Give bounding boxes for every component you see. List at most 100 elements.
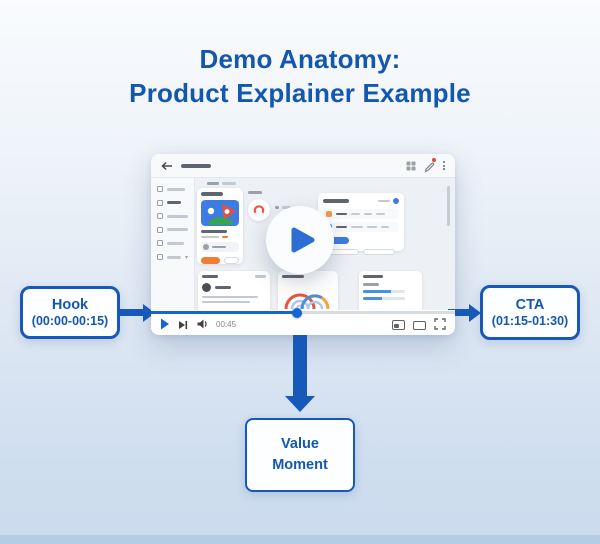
sidebar-item-icon xyxy=(157,186,163,192)
value-label-line1: Value xyxy=(281,436,319,452)
text-placeholder xyxy=(367,225,377,229)
hook-arrow-stem xyxy=(120,309,143,316)
refresh-badge-icon[interactable] xyxy=(393,198,399,204)
cta-timecode: (01:15-01:30) xyxy=(491,314,569,328)
value-label-line2: Moment xyxy=(272,457,328,473)
text-placeholder xyxy=(167,201,181,204)
bar-filled xyxy=(363,296,382,300)
kebab-menu-icon[interactable] xyxy=(443,161,445,170)
text-placeholder xyxy=(167,214,188,218)
app-logo xyxy=(201,199,239,226)
sidebar-item[interactable] xyxy=(157,226,188,233)
cta-arrow-stem xyxy=(448,309,469,316)
text-placeholder xyxy=(202,296,258,298)
bar-track xyxy=(382,296,405,300)
sidebar-item-active[interactable] xyxy=(157,199,188,206)
sidebar-item-expandable[interactable]: ▾ xyxy=(157,254,188,261)
progress-played xyxy=(151,311,297,314)
app-sidebar: ▾ xyxy=(151,178,195,310)
text-placeholder xyxy=(378,199,390,203)
text-placeholder xyxy=(207,182,219,185)
hook-label: Hook xyxy=(51,297,89,313)
app-listing-card[interactable] xyxy=(197,188,243,264)
cta-label: CTA xyxy=(515,297,545,313)
progress-knob[interactable] xyxy=(291,307,302,318)
update-row[interactable] xyxy=(323,209,399,219)
text-placeholder xyxy=(282,275,304,278)
format-options-card[interactable] xyxy=(359,271,422,310)
text-placeholder xyxy=(201,192,223,196)
skip-next-button[interactable] xyxy=(178,320,188,330)
sidebar-item-icon xyxy=(157,199,163,206)
cta-arrow-head xyxy=(469,303,481,322)
value-arrow-head xyxy=(285,396,315,412)
text-placeholder xyxy=(351,225,363,229)
mini-widget xyxy=(248,191,270,221)
player-controls: 00:45 xyxy=(151,307,455,335)
text-placeholder xyxy=(201,235,219,238)
text-placeholder xyxy=(381,225,389,229)
sidebar-item[interactable] xyxy=(157,213,188,219)
update-row[interactable] xyxy=(323,222,399,232)
play-icon xyxy=(291,227,314,253)
picture-in-picture-button[interactable] xyxy=(392,320,405,330)
app-topbar xyxy=(151,154,455,178)
play-button[interactable] xyxy=(160,318,170,330)
avatar xyxy=(202,283,211,292)
gauge-badge xyxy=(248,198,270,221)
app-content xyxy=(195,178,455,310)
secondary-button[interactable] xyxy=(223,257,239,264)
stats-arcs-card[interactable] xyxy=(278,271,338,310)
text-placeholder xyxy=(167,241,184,245)
progress-bar[interactable] xyxy=(151,307,455,318)
text-placeholder xyxy=(323,199,349,203)
text-placeholder xyxy=(215,286,231,289)
text-placeholder xyxy=(336,225,347,229)
cta-box: CTA (01:15-01:30) xyxy=(480,285,580,340)
sidebar-item[interactable] xyxy=(157,240,188,246)
video-player-window: ▾ xyxy=(151,154,455,335)
text-placeholder xyxy=(275,206,279,209)
reviews-card[interactable] xyxy=(198,271,270,310)
bar-track xyxy=(391,289,405,293)
sidebar-item[interactable] xyxy=(157,186,188,192)
arc-logo-icon xyxy=(253,204,265,213)
text-placeholder xyxy=(282,206,291,209)
text-placeholder xyxy=(212,245,226,249)
install-button[interactable] xyxy=(201,257,220,264)
text-placeholder xyxy=(167,228,188,231)
text-placeholder xyxy=(167,187,185,191)
title-line-1: Demo Anatomy: xyxy=(199,44,401,74)
back-icon[interactable] xyxy=(161,161,173,171)
primary-action-button[interactable] xyxy=(323,237,349,244)
theater-mode-button[interactable] xyxy=(413,321,426,330)
play-overlay-button[interactable] xyxy=(266,206,334,274)
bottom-strip xyxy=(0,535,600,544)
text-placeholder xyxy=(336,212,347,216)
breadcrumb xyxy=(207,182,236,185)
text-placeholder xyxy=(167,255,181,259)
filter-chip[interactable] xyxy=(363,249,395,255)
text-placeholder xyxy=(376,212,385,216)
edit-icon[interactable] xyxy=(424,158,436,173)
pen-icon xyxy=(424,162,435,173)
text-placeholder xyxy=(363,275,383,278)
scrollbar[interactable] xyxy=(447,186,450,226)
avatar xyxy=(203,244,209,250)
notification-dot xyxy=(432,158,436,162)
time-display: 00:45 xyxy=(216,320,237,329)
text-placeholder xyxy=(255,275,266,278)
fullscreen-button[interactable] xyxy=(434,318,446,330)
volume-button[interactable] xyxy=(196,318,208,330)
text-placeholder xyxy=(201,229,227,233)
hook-timecode: (00:00-00:15) xyxy=(31,314,109,328)
apps-grid-icon[interactable] xyxy=(406,161,416,171)
title-line-2: Product Explainer Example xyxy=(129,78,471,108)
text-placeholder xyxy=(202,275,218,278)
pip-inner-icon xyxy=(394,324,399,328)
sidebar-item-icon xyxy=(157,240,163,246)
gauge-arcs-chart xyxy=(284,293,330,309)
text-placeholder xyxy=(248,191,262,194)
hook-box: Hook (00:00-00:15) xyxy=(20,286,120,339)
